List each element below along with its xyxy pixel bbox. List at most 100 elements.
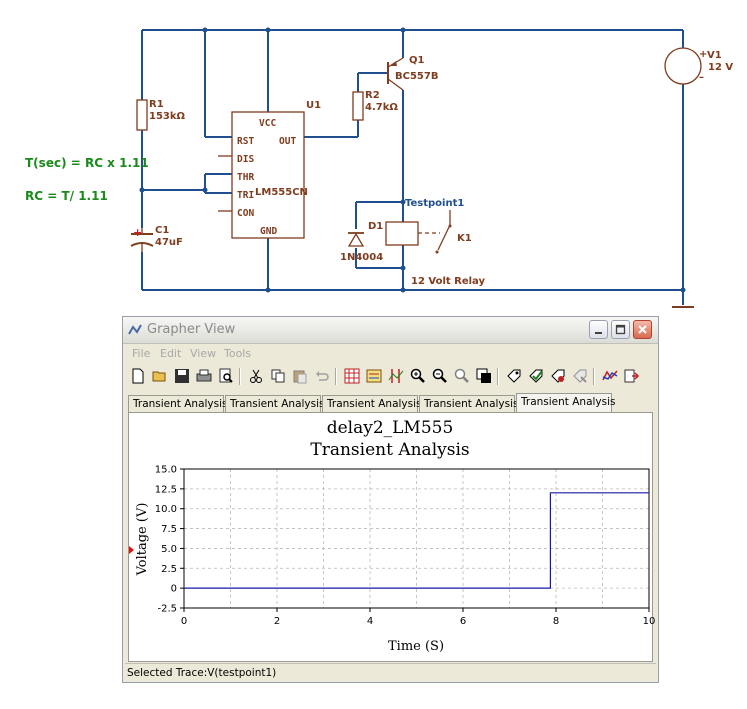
toolbar: [123, 365, 658, 389]
zoom-in-button[interactable]: [408, 366, 428, 386]
chart-subtitle: Transient Analysis: [310, 440, 469, 460]
trace-v-testpoint1[interactable]: [184, 492, 649, 589]
copy-button[interactable]: [268, 366, 288, 386]
tab-transient-analysis-2[interactable]: Transient Analysis: [225, 395, 325, 412]
menu-edit[interactable]: Edit: [160, 347, 182, 360]
q1-part: BC557B: [395, 71, 438, 82]
new-file-button[interactable]: [128, 366, 148, 386]
r1-resistor[interactable]: [136, 99, 148, 131]
status-bar: Selected Trace:V(testpoint1): [125, 663, 656, 682]
zoom-out-icon: [432, 368, 447, 383]
grid-button[interactable]: [342, 366, 362, 386]
paste-icon: [293, 370, 307, 384]
testpoint-label: Testpoint1: [405, 198, 464, 209]
v1-name: V1: [707, 50, 722, 61]
grapher-app-icon: [128, 324, 142, 335]
q1-transistor[interactable]: [387, 57, 404, 91]
maximize-icon: [615, 324, 626, 335]
save-button[interactable]: [172, 366, 192, 386]
undo-button[interactable]: [312, 366, 332, 386]
cursors-button[interactable]: [386, 366, 406, 386]
legend-button[interactable]: [364, 366, 384, 386]
print-icon: [196, 369, 212, 382]
zoom-full-icon: [454, 368, 469, 383]
u1-pin-dis: DIS: [237, 154, 254, 165]
plot-area-frame: [183, 468, 650, 609]
u1-pin-thr: THR: [237, 172, 254, 183]
toggle-background-icon: [476, 368, 491, 383]
v1-value: 12 V: [708, 62, 733, 73]
grapher-window: Grapher View File Edit View Tools: [122, 316, 659, 683]
transient-chart[interactable]: delay2_LM555 Transient Analysis -2.502.5…: [129, 413, 655, 661]
tab-transient-analysis-1[interactable]: Transient Analysis: [128, 395, 228, 412]
r2-value: 4.7kΩ: [365, 102, 398, 113]
y-axis-ticks: -2.502.55.07.510.012.515.0: [155, 465, 184, 615]
print-preview-button[interactable]: [216, 366, 236, 386]
y-tick-label: 10.0: [155, 504, 177, 515]
select-trace-button[interactable]: [526, 366, 546, 386]
c1-capacitor[interactable]: [130, 228, 154, 252]
maximize-button[interactable]: [611, 320, 630, 339]
zoom-out-button[interactable]: [430, 366, 450, 386]
chart-title: delay2_LM555: [327, 418, 454, 438]
circuit-schematic: R1 153kΩ + C1 47uF U1 LM555CN VCC RST OU…: [25, 27, 733, 308]
x-tick-label: 6: [460, 616, 466, 627]
toggle-background-button[interactable]: [474, 366, 494, 386]
u1-pin-rst: RST: [237, 136, 254, 147]
v1-minus: –: [699, 72, 704, 83]
k1-relay-contact[interactable]: [435, 210, 452, 254]
close-button[interactable]: [633, 320, 652, 339]
copy-icon: [271, 369, 285, 383]
r1-name: R1: [149, 99, 164, 110]
zoom-full-button[interactable]: [452, 366, 472, 386]
menu-file[interactable]: File: [132, 347, 151, 360]
title-bar[interactable]: Grapher View: [123, 317, 658, 344]
tab-transient-analysis-4[interactable]: Transient Analysis: [419, 395, 519, 412]
open-button[interactable]: [150, 366, 170, 386]
toolbar-separator: [335, 368, 337, 385]
x-axis-label: Time (S): [388, 639, 444, 654]
menu-tools[interactable]: Tools: [224, 347, 252, 360]
relay-coil[interactable]: [385, 221, 440, 246]
x-tick-label: 8: [553, 616, 559, 627]
paste-button[interactable]: [290, 366, 310, 386]
c1-value: 47uF: [155, 237, 183, 248]
show-trace-button[interactable]: [600, 366, 620, 386]
relay-label: 12 Volt Relay: [411, 276, 486, 287]
menu-view[interactable]: View: [190, 347, 217, 360]
y-tick-label: -2.5: [157, 604, 177, 615]
export-button[interactable]: [570, 366, 590, 386]
d1-part: 1N4004: [340, 252, 383, 263]
reverse-colors-button[interactable]: [548, 366, 568, 386]
x-tick-label: 0: [181, 616, 187, 627]
export-data-icon: [624, 369, 640, 383]
r2-resistor[interactable]: [352, 91, 364, 121]
chart-grid: [184, 469, 649, 608]
v1-voltage-source[interactable]: [664, 47, 702, 85]
d1-diode[interactable]: [347, 232, 365, 247]
print-preview-icon: [219, 368, 233, 383]
print-button[interactable]: [194, 366, 214, 386]
u1-555-timer[interactable]: [218, 111, 305, 239]
u1-pin-tri: TRI: [237, 190, 254, 201]
cut-button[interactable]: [246, 366, 266, 386]
properties-button[interactable]: [504, 366, 524, 386]
u1-pin-con: CON: [237, 208, 254, 219]
minimize-button[interactable]: [589, 320, 608, 339]
grid-icon: [344, 368, 360, 384]
export-data-button[interactable]: [622, 366, 642, 386]
formula-time: T(sec) = RC x 1.11: [25, 156, 149, 170]
junction-dots: [139, 27, 686, 293]
y-tick-label: 12.5: [155, 484, 177, 495]
save-icon: [175, 369, 189, 383]
u1-part: LM555CN: [255, 187, 308, 198]
legend-icon: [366, 369, 382, 383]
select-trace-icon: [529, 369, 543, 383]
x-tick-label: 10: [643, 616, 656, 627]
k1-name: K1: [457, 233, 472, 244]
tab-transient-analysis-5[interactable]: Transient Analysis: [516, 393, 616, 413]
close-icon: [638, 325, 647, 334]
u1-pin-out: OUT: [279, 136, 296, 147]
tab-transient-analysis-3[interactable]: Transient Analysis: [322, 395, 422, 412]
